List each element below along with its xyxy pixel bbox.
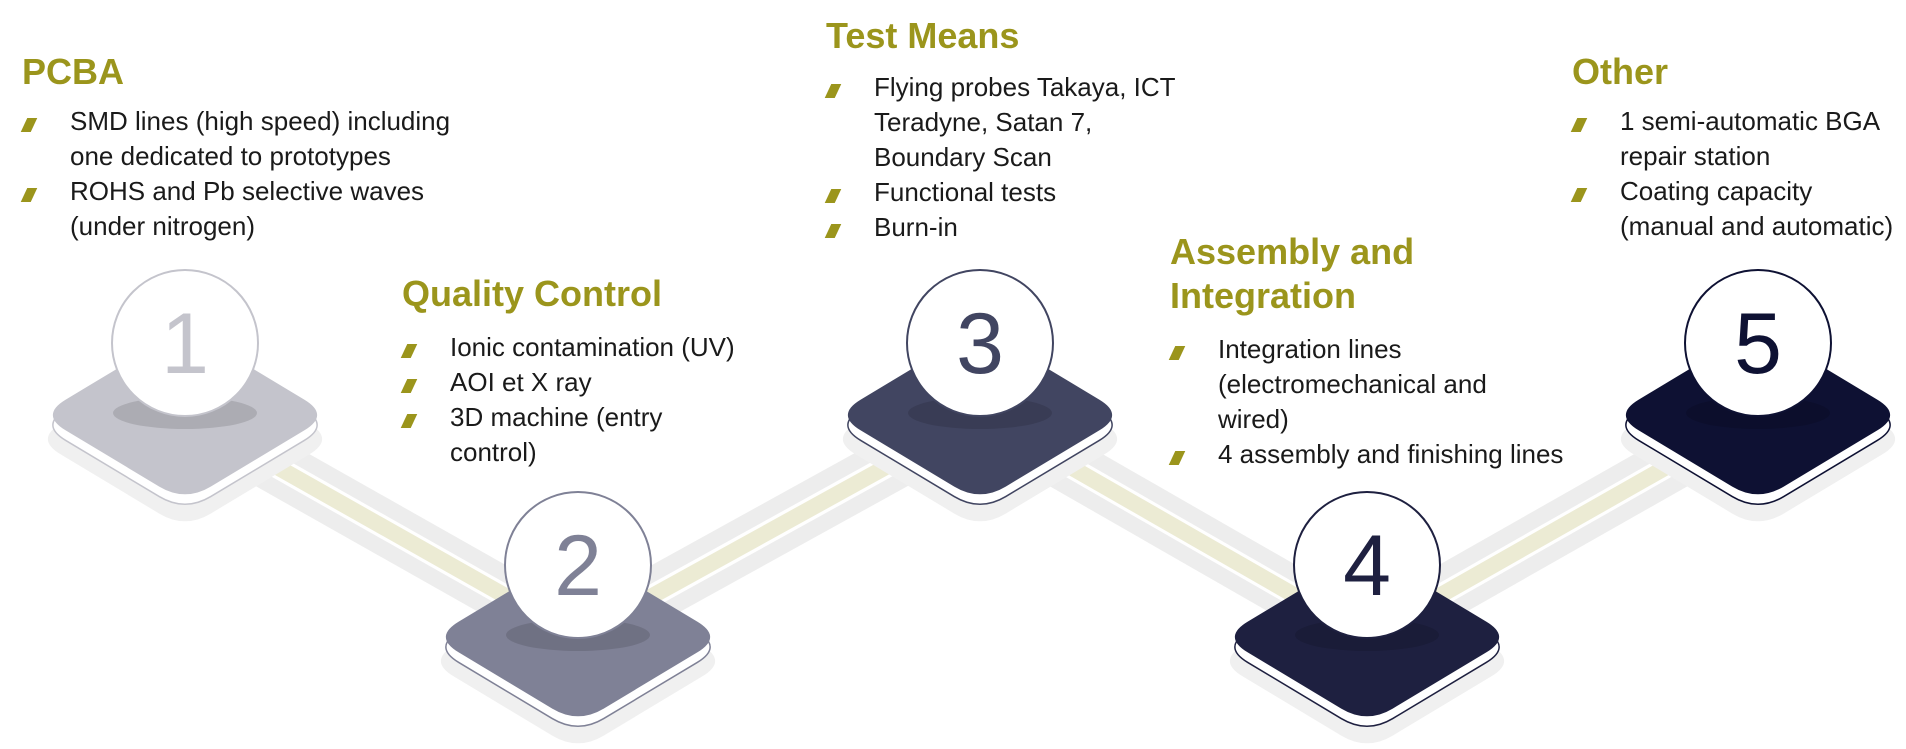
item-text: Functional tests bbox=[874, 177, 1057, 207]
bullet-icon bbox=[824, 84, 842, 98]
step-1-circle bbox=[111, 269, 259, 417]
step-5-title: Other bbox=[1572, 51, 1669, 92]
step-2-title: Quality Control bbox=[402, 273, 662, 314]
step-1-list: SMD lines (high speed) including one ded… bbox=[20, 104, 492, 244]
step-3-list: Flying probes Takaya, ICT Teradyne, Sata… bbox=[824, 70, 1256, 245]
step-3-tile: 3 bbox=[842, 269, 1118, 522]
item-text: Coating capacity (manual and automatic) bbox=[1620, 176, 1894, 241]
step-1-title: PCBA bbox=[22, 51, 125, 92]
list-item: Coating capacity (manual and automatic) bbox=[1570, 174, 1906, 244]
bullet-icon bbox=[1168, 451, 1186, 465]
step-3-description: Test Means Flying probes Takaya, ICT Ter… bbox=[824, 14, 1256, 245]
step-4-description: Assembly and Integration Integration lin… bbox=[1168, 230, 1610, 472]
step-4-title: Assembly and Integration bbox=[1170, 231, 1415, 316]
bullet-icon bbox=[1570, 188, 1588, 202]
step-5-tile: 5 bbox=[1620, 269, 1896, 522]
step-1-number: 1 bbox=[161, 296, 209, 392]
step-2-tile: 2 bbox=[440, 491, 716, 744]
step-3-number: 3 bbox=[956, 296, 1004, 392]
bullet-icon bbox=[824, 189, 842, 203]
step-2-number: 2 bbox=[554, 518, 602, 614]
item-text: Ionic contamination (UV) bbox=[450, 332, 735, 362]
step-1-tile: 1 bbox=[47, 269, 323, 522]
list-item: Burn-in bbox=[824, 210, 1256, 245]
list-item: AOI et X ray bbox=[400, 365, 792, 400]
list-item: 4 assembly and finishing lines bbox=[1168, 437, 1610, 472]
list-item: SMD lines (high speed) including one ded… bbox=[20, 104, 492, 174]
step-2-circle bbox=[504, 491, 652, 639]
step-4-circle bbox=[1293, 491, 1441, 639]
step-5-circle bbox=[1684, 269, 1832, 417]
step-2-description: Quality Control Ionic contamination (UV)… bbox=[400, 272, 792, 470]
item-text: AOI et X ray bbox=[450, 367, 592, 397]
item-text: 4 assembly and finishing lines bbox=[1218, 439, 1564, 469]
step-5-description: Other 1 semi-automatic BGA repair statio… bbox=[1570, 50, 1906, 244]
step-5-number: 5 bbox=[1734, 296, 1782, 392]
list-item: Integration lines (electromechanical and… bbox=[1168, 332, 1610, 437]
list-item: 1 semi-automatic BGA repair station bbox=[1570, 104, 1906, 174]
list-item: Flying probes Takaya, ICT Teradyne, Sata… bbox=[824, 70, 1256, 175]
item-text: 3D machine (entry control) bbox=[450, 402, 663, 467]
bullet-icon bbox=[400, 379, 418, 393]
step-4-list: Integration lines (electromechanical and… bbox=[1168, 332, 1610, 472]
step-3-circle bbox=[906, 269, 1054, 417]
bullet-icon bbox=[824, 224, 842, 238]
list-item: Functional tests bbox=[824, 175, 1256, 210]
list-item: Ionic contamination (UV) bbox=[400, 330, 792, 365]
bullet-icon bbox=[20, 118, 38, 132]
list-item: 3D machine (entry control) bbox=[400, 400, 792, 470]
item-text: SMD lines (high speed) including one ded… bbox=[70, 106, 451, 171]
step-tiles: 1 2 3 4 5 bbox=[47, 269, 1896, 744]
step-4-tile: 4 bbox=[1229, 491, 1505, 744]
bullet-icon bbox=[1570, 118, 1588, 132]
item-text: ROHS and Pb selective waves (under nitro… bbox=[70, 176, 425, 241]
step-4-number: 4 bbox=[1343, 518, 1391, 614]
item-text: Burn-in bbox=[874, 212, 958, 242]
list-item: ROHS and Pb selective waves (under nitro… bbox=[20, 174, 492, 244]
item-text: 1 semi-automatic BGA repair station bbox=[1620, 106, 1879, 171]
step-1-description: PCBA SMD lines (high speed) including on… bbox=[20, 50, 492, 244]
bullet-icon bbox=[400, 414, 418, 428]
step-3-title: Test Means bbox=[826, 15, 1020, 56]
step-5-list: 1 semi-automatic BGA repair station Coat… bbox=[1570, 104, 1906, 244]
item-text: Flying probes Takaya, ICT Teradyne, Sata… bbox=[874, 72, 1176, 172]
bullet-icon bbox=[1168, 346, 1186, 360]
item-text: Integration lines (electromechanical and… bbox=[1218, 334, 1487, 434]
bullet-icon bbox=[20, 188, 38, 202]
bullet-icon bbox=[400, 344, 418, 358]
step-2-list: Ionic contamination (UV) AOI et X ray 3D… bbox=[400, 330, 792, 470]
